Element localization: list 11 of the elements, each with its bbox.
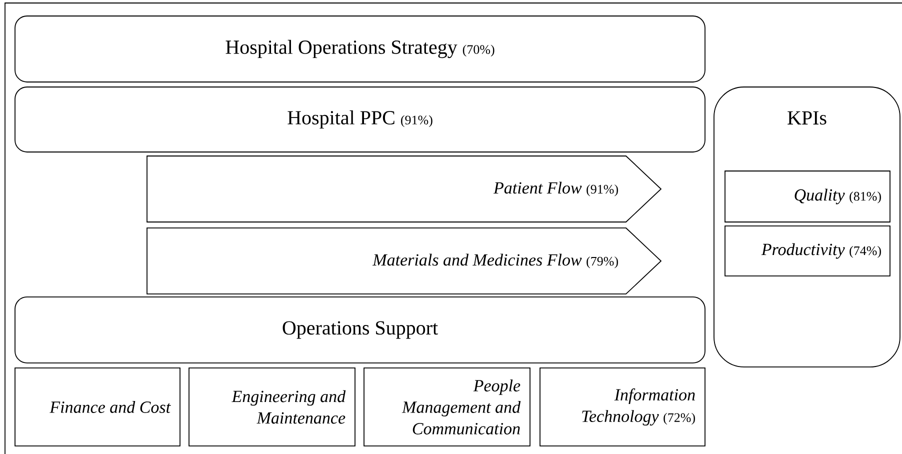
category-box: Engineering and Maintenance [188, 368, 356, 446]
category-box: Information Technology (72%) [540, 368, 706, 446]
kpi-box: Quality (81%) [724, 170, 890, 222]
rounded-box: Operations Support [14, 296, 706, 364]
arrow-box: Materials and Medicines Flow (79%) [146, 228, 662, 294]
rounded-box: Hospital Operations Strategy (70%) [14, 16, 706, 82]
category-box: People Management and Communication [364, 368, 530, 446]
arrow-box: Patient Flow (91%) [146, 156, 662, 222]
kpi-box: Productivity (74%) [724, 226, 890, 276]
category-box: Finance and Cost [14, 368, 180, 446]
rounded-box: Hospital PPC (91%) [14, 86, 706, 152]
